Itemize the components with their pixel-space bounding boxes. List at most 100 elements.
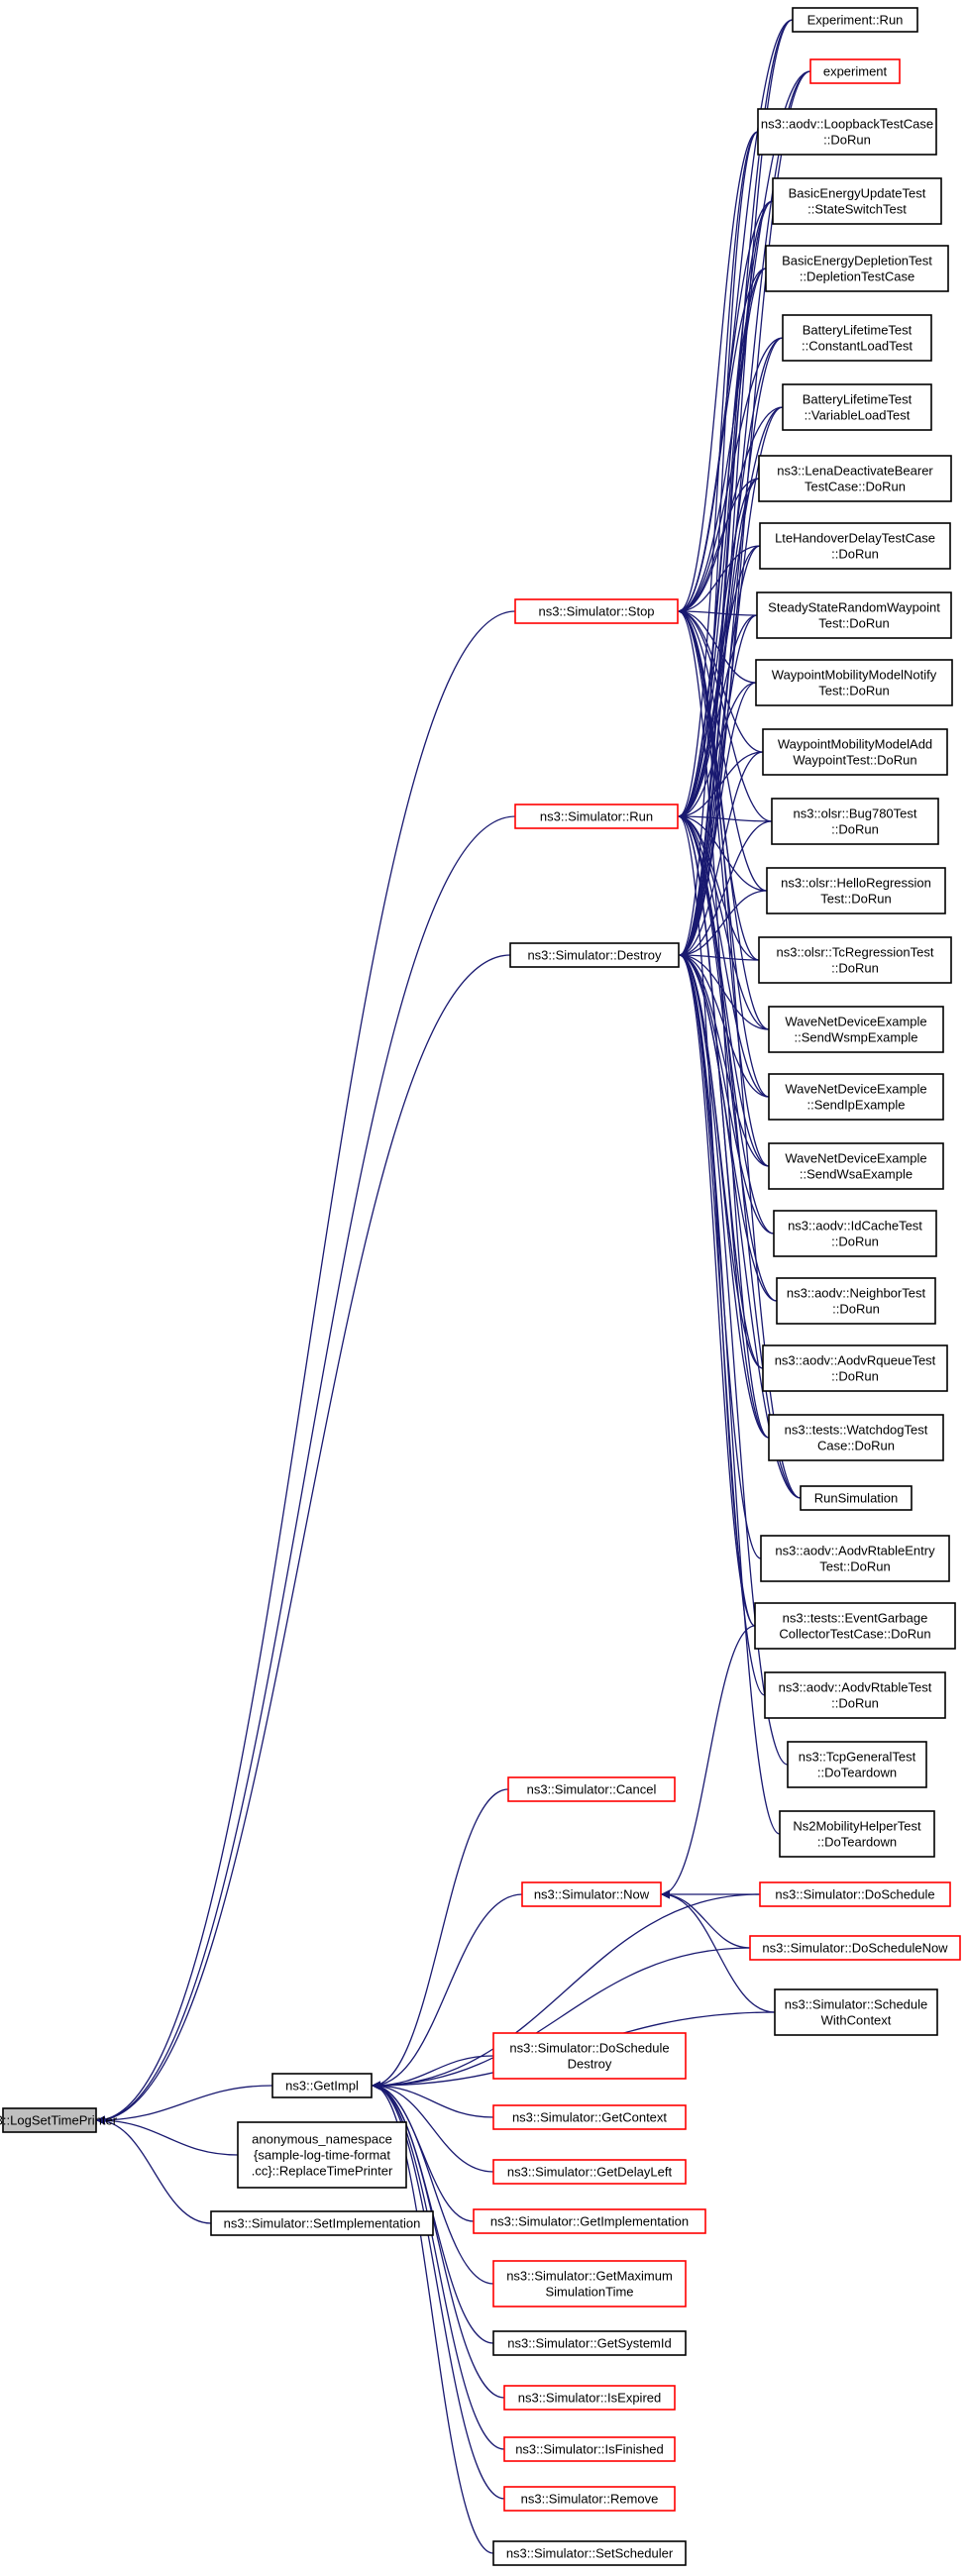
node-anon[interactable]: anonymous_namespace{sample-log-time-form… (237, 2121, 407, 2189)
node-wavewsa[interactable]: WaveNetDeviceExample::SendWsaExample (768, 1142, 944, 1190)
node-box (492, 2260, 687, 2308)
node-remove[interactable]: ns3::Simulator::Remove (503, 2486, 676, 2512)
node-tcreg[interactable]: ns3::olsr::TcRegressionTest::DoRun (758, 936, 952, 984)
edge-isexpired-to-getimpl (372, 2081, 505, 2399)
node-label-line: ::DoTeardown (817, 1835, 897, 1850)
edge-waynotify-to-stop (678, 606, 757, 684)
node-eventgc[interactable]: ns3::tests::EventGarbageCollectorTestCas… (754, 1602, 956, 1650)
node-label-line: ns3::aodv::IdCacheTest (788, 1219, 922, 1234)
node-label-line: WaveNetDeviceExample (785, 1151, 926, 1166)
node-runsim[interactable]: RunSimulation (800, 1485, 913, 1511)
node-label-line: ns3::Simulator::GetContext (512, 2110, 667, 2125)
node-rqueue[interactable]: ns3::aodv::AodvRqueueTest::DoRun (762, 1344, 948, 1392)
node-loopback[interactable]: ns3::aodv::LoopbackTestCase::DoRun (757, 108, 937, 156)
node-label-line: ::DoTeardown (817, 1766, 897, 1780)
node-idcache[interactable]: ns3::aodv::IdCacheTest::DoRun (773, 1210, 937, 1257)
node-destroy[interactable]: ns3::Simulator::Destroy (509, 942, 680, 968)
node-getimplementation[interactable]: ns3::Simulator::GetImplementation (473, 2208, 706, 2234)
edge-getdelayleft-to-getimpl (372, 2081, 494, 2173)
node-label-line: ns3::LogSetTimePrinter (0, 2113, 118, 2128)
node-setscheduler[interactable]: ns3::Simulator::SetScheduler (492, 2540, 687, 2566)
node-label-line: ns3::Simulator::GetMaximum (506, 2269, 673, 2284)
edge-bug780-to-run (678, 811, 773, 822)
node-waveip[interactable]: WaveNetDeviceExample::SendIpExample (768, 1073, 944, 1121)
edge-waveip-to-run (678, 811, 770, 1098)
edge-wavewsa-to-destroy (679, 950, 770, 1167)
node-doschednow[interactable]: ns3::Simulator::DoScheduleNow (749, 1935, 961, 1961)
node-box (492, 2540, 687, 2566)
edge-now-to-getimpl (372, 1893, 523, 2091)
node-dosched[interactable]: ns3::Simulator::DoSchedule (759, 1881, 951, 1907)
node-isfinished[interactable]: ns3::Simulator::IsFinished (503, 2436, 676, 2462)
node-wavewsmp[interactable]: WaveNetDeviceExample::SendWsmpExample (768, 1006, 944, 1053)
node-now[interactable]: ns3::Simulator::Now (521, 1881, 662, 1907)
edge-eventgc-to-run (678, 811, 756, 1627)
node-box (492, 2330, 687, 2356)
node-battconst[interactable]: BatteryLifetimeTest::ConstantLoadTest (782, 314, 932, 362)
node-box (514, 598, 679, 624)
node-box (787, 1741, 927, 1788)
node-ns2mob[interactable]: Ns2MobilityHelperTest::DoTeardown (779, 1810, 935, 1858)
node-label-line: ::SendIpExample (806, 1098, 905, 1113)
node-label-line: WaypointMobilityModelNotify (772, 668, 937, 683)
node-label-line: experiment (823, 64, 888, 79)
node-exprun[interactable]: Experiment::Run (792, 7, 918, 33)
node-label-line: Test::DoRun (818, 616, 890, 631)
node-label-line: LteHandoverDelayTestCase (775, 531, 935, 546)
node-label-line: ::DoRun (831, 1696, 879, 1711)
node-ltehand[interactable]: LteHandoverDelayTestCase::DoRun (759, 522, 951, 570)
node-box (2, 2107, 97, 2133)
edge-rtable-to-destroy (679, 950, 766, 1696)
node-label-line: Destroy (568, 2057, 612, 2072)
node-rtable[interactable]: ns3::aodv::AodvRtableTest::DoRun (764, 1671, 946, 1719)
node-basicupdate[interactable]: BasicEnergyUpdateTest::StateSwitchTest (772, 177, 942, 225)
node-battvar[interactable]: BatteryLifetimeTest::VariableLoadTest (782, 383, 932, 431)
node-box (762, 1344, 948, 1392)
node-box (782, 383, 932, 431)
node-label-line: RunSimulation (814, 1491, 899, 1506)
node-label-line: WaypointTest::DoRun (793, 753, 916, 768)
node-setimpl[interactable]: ns3::Simulator::SetImplementation (210, 2210, 434, 2236)
node-box (758, 936, 952, 984)
node-label-line: BatteryLifetimeTest (803, 323, 913, 338)
node-tcpgen[interactable]: ns3::TcpGeneralTest::DoTeardown (787, 1741, 927, 1788)
node-wayadd[interactable]: WaypointMobilityModelAddWaypointTest::Do… (762, 728, 948, 776)
node-label-line: ns3::Simulator::Now (534, 1887, 650, 1902)
node-basicdepl[interactable]: BasicEnergyDepletionTest::DepletionTestC… (765, 245, 949, 292)
node-getdelayleft[interactable]: ns3::Simulator::GetDelayLeft (492, 2159, 687, 2185)
node-label-line: Test::DoRun (818, 684, 890, 698)
node-neighbor[interactable]: ns3::aodv::NeighborTest::DoRun (776, 1277, 936, 1325)
node-getsystemid[interactable]: ns3::Simulator::GetSystemId (492, 2330, 687, 2356)
node-cancel[interactable]: ns3::Simulator::Cancel (507, 1776, 676, 1802)
node-bug780[interactable]: ns3::olsr::Bug780Test::DoRun (771, 798, 939, 845)
node-label-line: ns3::Simulator::Run (540, 809, 653, 824)
node-getimpl[interactable]: ns3::GetImpl (271, 2073, 373, 2098)
edge-basicdepl-to-run (678, 268, 767, 821)
edge-setscheduler-to-getimpl (372, 2081, 494, 2554)
edge-steady-to-stop (678, 606, 758, 616)
node-run[interactable]: ns3::Simulator::Run (514, 804, 679, 829)
node-label-line: .cc}::ReplaceTimePrinter (252, 2164, 393, 2179)
node-stop[interactable]: ns3::Simulator::Stop (514, 598, 679, 624)
node-label-line: ::DoRun (832, 1302, 880, 1317)
node-box (492, 2104, 687, 2130)
node-label-line: ::DoRun (831, 961, 879, 976)
edge-doschednow-to-getimpl (372, 1947, 751, 2091)
node-getcontext[interactable]: ns3::Simulator::GetContext (492, 2104, 687, 2130)
node-box (514, 804, 679, 829)
edge-basicdepl-to-destroy (679, 268, 767, 960)
node-isexpired[interactable]: ns3::Simulator::IsExpired (503, 2385, 676, 2411)
node-box (507, 1776, 676, 1802)
node-box (773, 1210, 937, 1257)
node-root[interactable]: ns3::LogSetTimePrinter (0, 2107, 118, 2133)
node-experiment[interactable]: experiment (809, 58, 901, 84)
